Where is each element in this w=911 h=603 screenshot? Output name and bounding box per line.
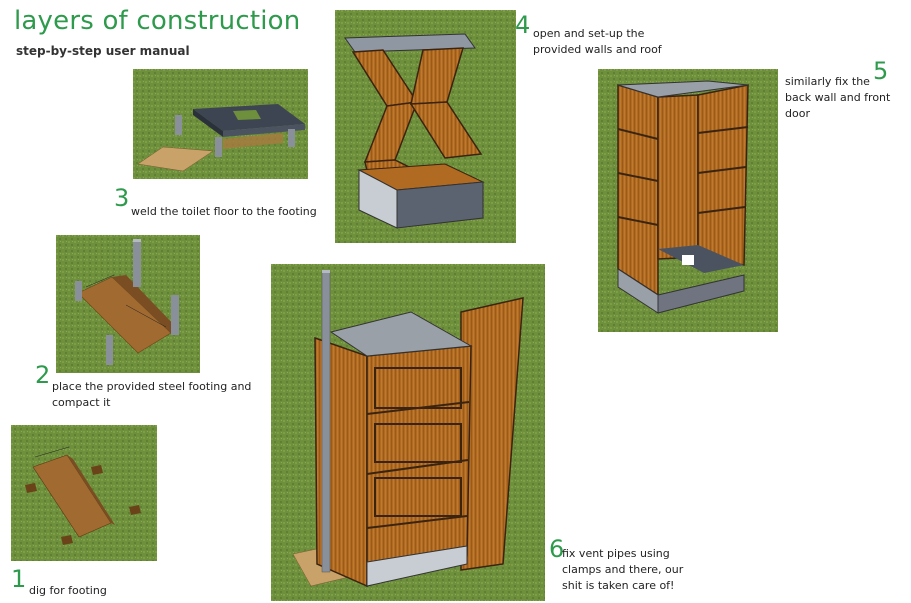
step-5-caption: similarly fix the back wall and front do… xyxy=(785,75,891,120)
step-6-caption: fix vent pipes using clamps and there, o… xyxy=(562,547,684,592)
step-3-image xyxy=(133,69,308,179)
step-4-number: 4 xyxy=(515,11,531,39)
step-1-number: 1 xyxy=(11,565,27,593)
step-2-number: 2 xyxy=(35,361,51,389)
step-6-image xyxy=(271,264,545,601)
step-6-number: 6 xyxy=(549,535,565,563)
step-3-number: 3 xyxy=(114,184,130,212)
step-2-image xyxy=(56,235,200,373)
step-1-caption: dig for footing xyxy=(29,584,107,597)
step-4-image xyxy=(335,10,516,243)
page-title: layers of construction xyxy=(14,6,301,36)
page-subtitle: step-by-step user manual xyxy=(16,44,190,58)
step-5-image xyxy=(598,69,778,332)
step-2-caption: place the provided steel footing and com… xyxy=(52,380,252,409)
step-3-caption: weld the toilet floor to the footing xyxy=(131,205,317,218)
step-1-image xyxy=(11,425,157,561)
step-5-number: 5 xyxy=(873,57,889,85)
step-4-caption: open and set-up the provided walls and r… xyxy=(533,27,662,56)
